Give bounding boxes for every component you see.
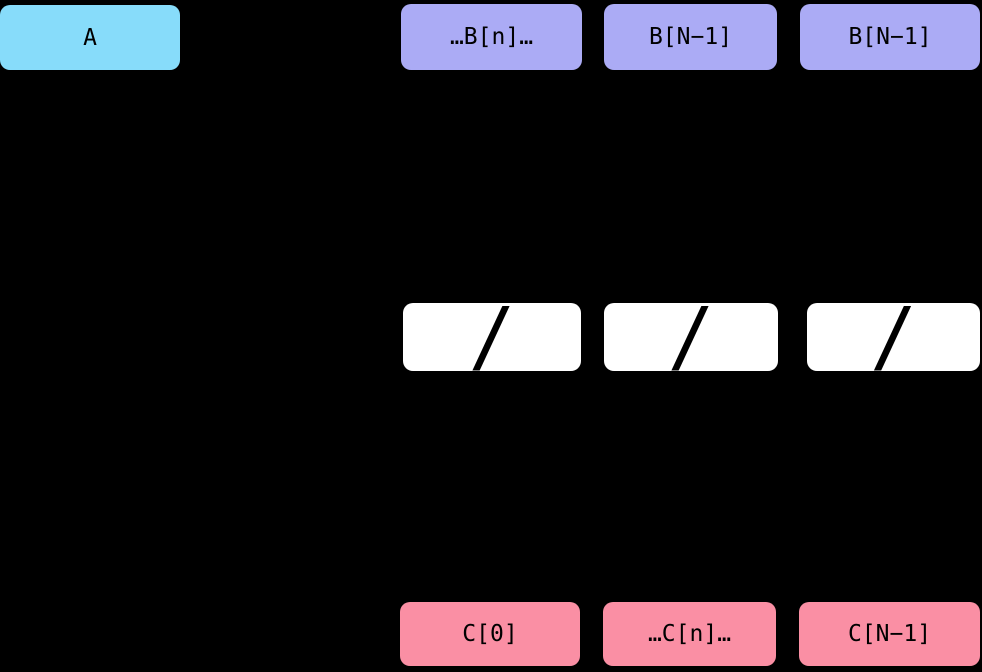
node-c-1-label: …C[n]… bbox=[647, 621, 732, 647]
node-a-label: A bbox=[83, 24, 97, 51]
node-b-2-label: B[N−1] bbox=[848, 24, 932, 50]
node-b-0-label: …B[n]… bbox=[449, 24, 534, 50]
operator-divide-2: / bbox=[807, 298, 980, 376]
divide-icon: / bbox=[870, 292, 917, 382]
operator-divide-1: / bbox=[604, 298, 778, 376]
node-c-2-label: C[N−1] bbox=[847, 621, 932, 647]
operator-divide-0: / bbox=[403, 298, 581, 376]
divide-icon: / bbox=[468, 292, 516, 382]
node-a: A bbox=[0, 5, 180, 70]
node-c-0-label: C[0] bbox=[462, 621, 518, 647]
node-b-1: B[N−1] bbox=[604, 4, 777, 70]
node-b-1-label: B[N−1] bbox=[648, 24, 733, 50]
node-c-1: …C[n]… bbox=[603, 602, 776, 666]
node-c-2: C[N−1] bbox=[799, 602, 980, 666]
node-b-0: …B[n]… bbox=[401, 4, 582, 70]
node-b-2: B[N−1] bbox=[800, 4, 980, 70]
divide-icon: / bbox=[667, 292, 715, 382]
node-c-0: C[0] bbox=[400, 602, 580, 666]
